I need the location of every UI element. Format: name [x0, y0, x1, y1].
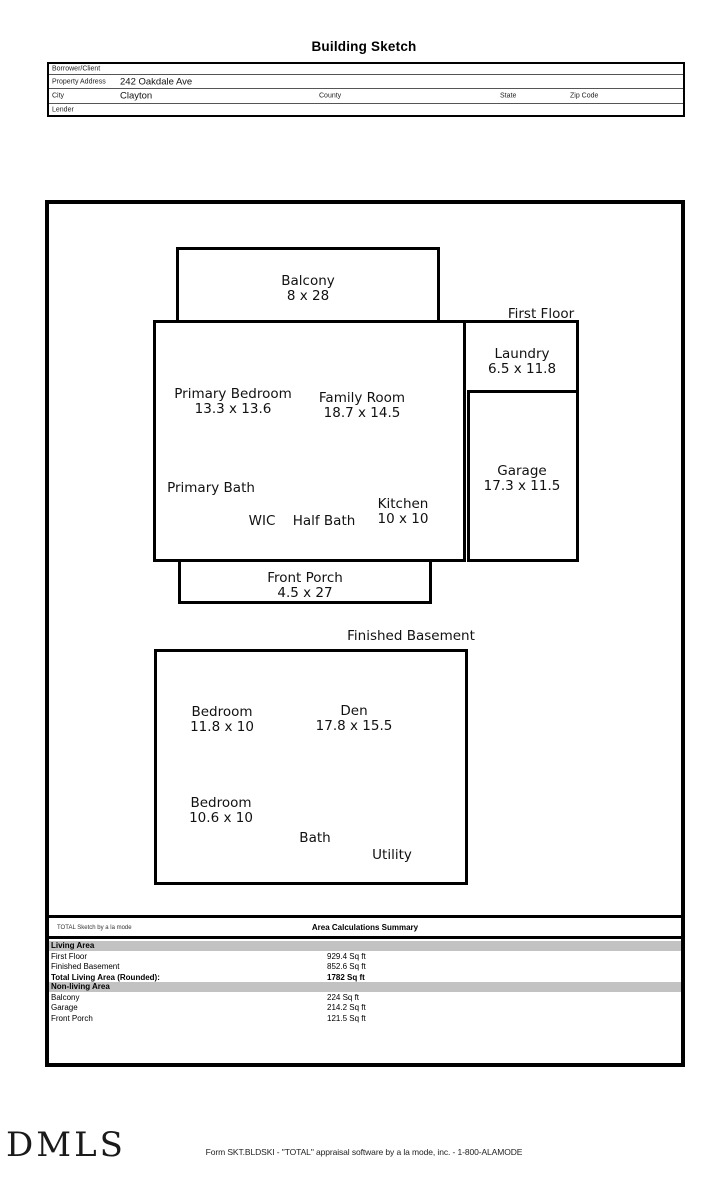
- nonliving-area-rows: Balcony 224 Sq ft Garage 214.2 Sq ft Fro…: [49, 993, 681, 1025]
- room-label-bedroom-1: Bedroom 11.8 x 10: [190, 704, 254, 735]
- laundry-outline: [466, 320, 579, 393]
- property-info-form: Borrower/Client Property Address 242 Oak…: [47, 62, 685, 117]
- zip-code-label: Zip Code: [570, 92, 599, 100]
- room-label-bath: Bath: [299, 830, 331, 846]
- summary-title: Area Calculations Summary: [311, 923, 419, 932]
- page-title: Building Sketch: [311, 39, 417, 54]
- summary-row: Front Porch 121.5 Sq ft: [51, 1013, 366, 1023]
- state-label: State: [500, 92, 517, 100]
- property-address-value: 242 Oakdale Ave: [120, 76, 193, 87]
- basement-outline: [154, 649, 468, 885]
- living-area-section-bar: Living Area: [49, 941, 681, 951]
- property-address-label: Property Address: [52, 78, 106, 85]
- room-label-utility: Utility: [372, 847, 412, 863]
- form-row-property-address: Property Address 242 Oakdale Ave: [49, 75, 683, 89]
- room-label-primary-bath: Primary Bath: [167, 480, 255, 496]
- first-floor-label: First Floor: [507, 306, 575, 322]
- room-label-half-bath: Half Bath: [292, 513, 356, 529]
- front-porch-outline: [178, 559, 432, 604]
- summary-top-rule: [45, 915, 685, 918]
- summary-row: Finished Basement 852.6 Sq ft: [51, 962, 366, 972]
- room-label-balcony: Balcony 8 x 28: [281, 273, 335, 304]
- city-label: City: [52, 92, 65, 100]
- room-label-front-porch: Front Porch 4.5 x 27: [267, 570, 343, 601]
- county-label: County: [319, 92, 342, 100]
- room-label-wic: WIC: [248, 513, 276, 529]
- room-label-den: Den 17.8 x 15.5: [315, 703, 393, 734]
- room-label-kitchen: Kitchen 10 x 10: [377, 496, 429, 527]
- room-label-garage: Garage 17.3 x 11.5: [483, 463, 561, 494]
- summary-row: First Floor 929.4 Sq ft: [51, 951, 366, 961]
- garage-outline: [467, 390, 579, 562]
- form-row-lender: Lender: [49, 104, 683, 115]
- room-label-family-room: Family Room 18.7 x 14.5: [318, 390, 406, 421]
- summary-row-total: Total Living Area (Rounded): 1782 Sq ft: [51, 972, 365, 982]
- borrower-label: Borrower/Client: [52, 65, 101, 73]
- summary-watermark: TOTAL Sketch by a la mode: [57, 925, 132, 931]
- form-row-city: City Clayton County State Zip Code: [49, 89, 683, 104]
- city-value: Clayton: [120, 90, 153, 102]
- summary-row: Balcony 224 Sq ft: [51, 992, 360, 1002]
- form-row-borrower: Borrower/Client: [49, 64, 683, 75]
- summary-row: Garage 214.2 Sq ft: [51, 1003, 366, 1013]
- form-footer-text: Form SKT.BLDSKI - "TOTAL" appraisal soft…: [205, 1147, 523, 1157]
- nonliving-area-section-bar: Non-living Area: [49, 982, 681, 992]
- finished-basement-label: Finished Basement: [347, 628, 475, 644]
- summary-header-rule: [45, 936, 685, 939]
- room-label-primary-bedroom: Primary Bedroom 13.3 x 13.6: [174, 386, 292, 417]
- dmls-logo: DMLS: [6, 1125, 126, 1165]
- living-area-rows: First Floor 929.4 Sq ft Finished Basemen…: [49, 952, 681, 984]
- room-label-laundry: Laundry 6.5 x 11.8: [487, 346, 557, 377]
- room-label-bedroom-2: Bedroom 10.6 x 10: [189, 795, 253, 826]
- sketch-border: [45, 200, 685, 1067]
- lender-label: Lender: [52, 106, 74, 113]
